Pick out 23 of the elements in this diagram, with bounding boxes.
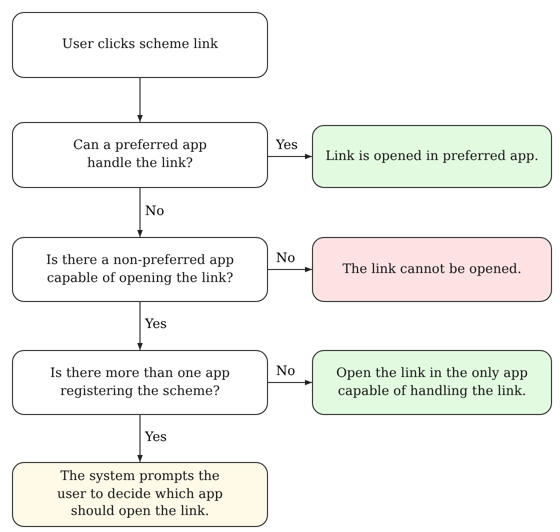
node-text: Is there a non-preferred app capable of opening the link? bbox=[45, 252, 235, 288]
node-text: Link is opened in preferred app. bbox=[326, 148, 538, 166]
process-box bbox=[312, 237, 552, 302]
decision-box bbox=[12, 350, 268, 415]
node-text: Can a preferred app handle the link? bbox=[72, 137, 208, 173]
arrow bbox=[137, 302, 143, 350]
node-text: The system prompts the user to decide which app should open the link. bbox=[56, 468, 224, 521]
arrow bbox=[268, 266, 312, 272]
arrow bbox=[137, 188, 143, 238]
arrow bbox=[268, 380, 312, 386]
process-box bbox=[12, 462, 268, 527]
node-text: Is there more than one app registering the scheme? bbox=[49, 364, 231, 400]
node-text: The link cannot be opened. bbox=[342, 260, 522, 278]
decision-box bbox=[12, 237, 268, 302]
node-text: Open the link in the only app capable of handling the link. bbox=[335, 364, 529, 400]
node-text: User clicks scheme link bbox=[62, 36, 218, 54]
arrow bbox=[268, 154, 312, 160]
arrow bbox=[137, 414, 143, 462]
process-box bbox=[12, 12, 268, 78]
process-box bbox=[312, 125, 552, 188]
process-box bbox=[312, 350, 552, 415]
arrow bbox=[137, 78, 143, 122]
decision-box bbox=[12, 122, 268, 188]
